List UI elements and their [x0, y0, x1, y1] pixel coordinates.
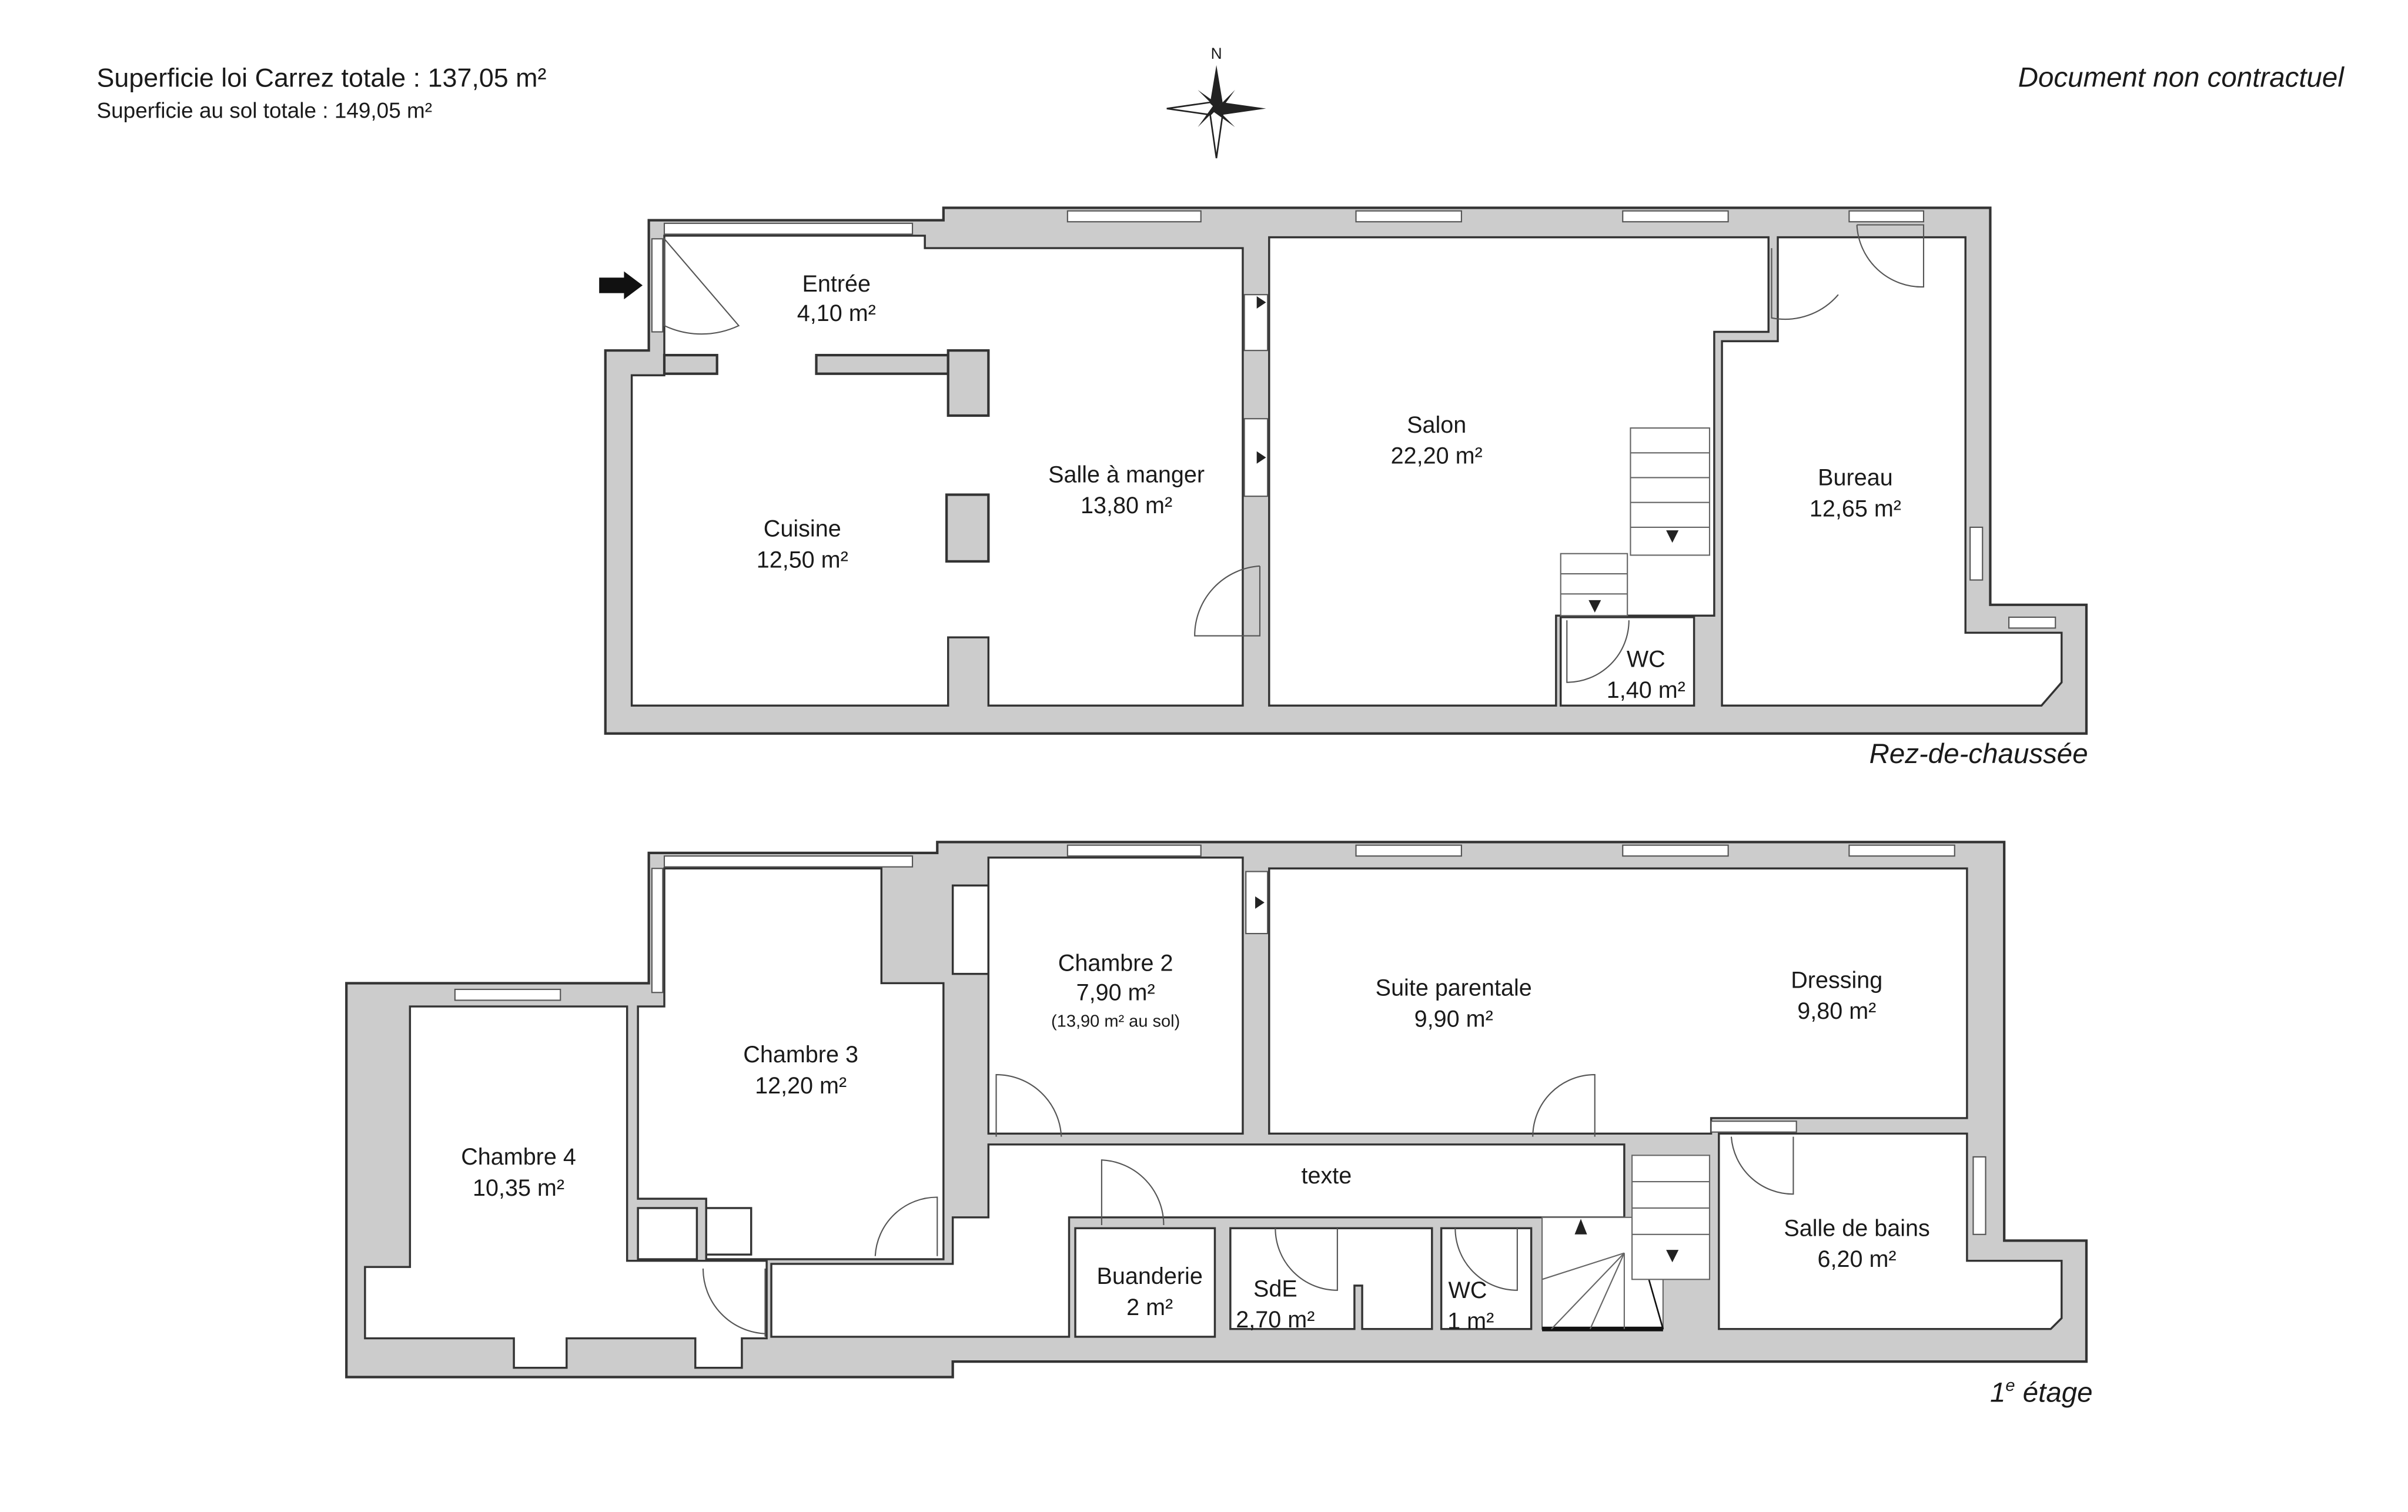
svg-text:10,35 m²: 10,35 m²	[473, 1175, 564, 1201]
svg-text:Entrée: Entrée	[802, 271, 871, 297]
ground-floor-plan: Entrée 4,10 m² Cuisine 12,50 m² Salle à …	[599, 206, 2088, 770]
svg-text:WC: WC	[1449, 1277, 1487, 1303]
room-wc-2	[1440, 1227, 1533, 1330]
room-hall	[770, 1143, 1626, 1338]
svg-text:Buanderie: Buanderie	[1097, 1263, 1203, 1289]
svg-text:12,50 m²: 12,50 m²	[757, 547, 848, 573]
room-cuisine-salle-a-manger	[630, 235, 1244, 707]
room-salle-de-bains	[1718, 1132, 2063, 1330]
svg-text:4,10 m²: 4,10 m²	[797, 300, 876, 326]
svg-text:6,20 m²: 6,20 m²	[1818, 1246, 1897, 1272]
svg-text:Chambre 3: Chambre 3	[743, 1042, 858, 1068]
carrez-total: Superficie loi Carrez totale : 137,05 m²	[97, 63, 547, 93]
svg-text:N: N	[1211, 45, 1222, 62]
svg-text:1 m²: 1 m²	[1447, 1309, 1494, 1334]
svg-text:Cuisine: Cuisine	[764, 516, 841, 542]
disclaimer: Document non contractuel	[2018, 62, 2345, 93]
svg-text:1,40 m²: 1,40 m²	[1607, 677, 1685, 703]
compass-icon: N	[1166, 45, 1266, 159]
first-floor-plan: Chambre 4 10,35 m² Chambre 3 12,20 m² Ch…	[345, 841, 2093, 1409]
room-buanderie	[1074, 1227, 1216, 1338]
entrance-arrow-icon	[599, 271, 643, 300]
room-salon	[1268, 236, 1770, 707]
svg-text:Chambre 4: Chambre 4	[461, 1144, 576, 1170]
floor-label-first: 1e étage	[1990, 1376, 2093, 1408]
svg-text:Suite parentale: Suite parentale	[1376, 975, 1532, 1001]
room-suite-parentale	[1268, 867, 1968, 1135]
svg-text:2,70 m²: 2,70 m²	[1236, 1307, 1315, 1333]
room-chambre-4	[364, 1005, 768, 1369]
svg-text:9,90 m²: 9,90 m²	[1414, 1006, 1493, 1032]
room-chambre-2	[987, 857, 1244, 1135]
svg-text:Salle à manger: Salle à manger	[1048, 461, 1205, 487]
svg-text:Chambre 2: Chambre 2	[1058, 950, 1173, 976]
room-bureau	[1721, 236, 2063, 707]
svg-text:13,80 m²: 13,80 m²	[1081, 493, 1172, 519]
svg-text:WC: WC	[1627, 646, 1665, 672]
sol-total: Superficie au sol totale : 149,05 m²	[97, 98, 433, 122]
svg-text:Salle de bains: Salle de bains	[1784, 1215, 1929, 1241]
door	[663, 237, 740, 335]
svg-text:9,80 m²: 9,80 m²	[1797, 998, 1876, 1024]
svg-text:(13,90 m² au sol): (13,90 m² au sol)	[1051, 1012, 1180, 1031]
room-chambre-3	[637, 867, 945, 1260]
room-wc	[1560, 616, 1695, 707]
svg-text:7,90 m²: 7,90 m²	[1076, 979, 1155, 1005]
svg-text:Salon: Salon	[1407, 412, 1466, 438]
floor-label-ground: Rez-de-chaussée	[1869, 738, 2088, 770]
svg-text:2 m²: 2 m²	[1126, 1294, 1173, 1320]
svg-text:texte: texte	[1302, 1163, 1352, 1189]
svg-text:Dressing: Dressing	[1791, 967, 1882, 993]
svg-text:12,20 m²: 12,20 m²	[755, 1073, 847, 1099]
svg-text:12,65 m²: 12,65 m²	[1810, 496, 1901, 521]
svg-text:Bureau: Bureau	[1818, 465, 1893, 491]
svg-text:SdE: SdE	[1253, 1276, 1297, 1302]
svg-text:22,20 m²: 22,20 m²	[1391, 443, 1483, 469]
